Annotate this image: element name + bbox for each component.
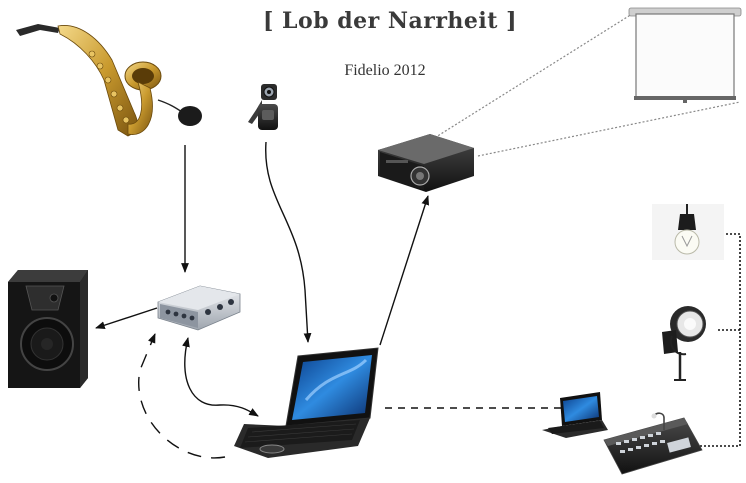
laptop-icon bbox=[234, 347, 379, 458]
saxophone-icon bbox=[16, 24, 202, 137]
audio-interface-icon bbox=[157, 285, 241, 331]
connection-console-to-lights bbox=[700, 233, 741, 447]
diagram-subtitle: Fidelio 2012 bbox=[344, 62, 426, 79]
connection-projector-to-screen-bottom bbox=[477, 101, 741, 157]
connections bbox=[95, 13, 741, 459]
projector-icon bbox=[378, 134, 474, 192]
connection-laptop-to-audio-interface-dashed bbox=[138, 333, 226, 459]
lighting-console-icon bbox=[603, 412, 703, 475]
connection-webcam-to-laptop bbox=[265, 141, 312, 343]
connection-laptop-to-projector bbox=[379, 195, 430, 346]
diagram-title: [ Lob der Narrheit ] bbox=[262, 8, 517, 34]
connection-audio-interface-laptop-bidirectional bbox=[182, 337, 259, 417]
connection-projector-to-screen-top bbox=[427, 13, 633, 143]
projection-screen-icon bbox=[628, 7, 742, 103]
spotlight-icon bbox=[662, 306, 706, 381]
speaker-icon bbox=[8, 270, 88, 388]
webcam-icon bbox=[248, 84, 278, 130]
light-bulb-icon bbox=[652, 204, 724, 260]
connection-audio-interface-to-speaker bbox=[95, 307, 158, 329]
netbook-icon bbox=[542, 392, 608, 438]
